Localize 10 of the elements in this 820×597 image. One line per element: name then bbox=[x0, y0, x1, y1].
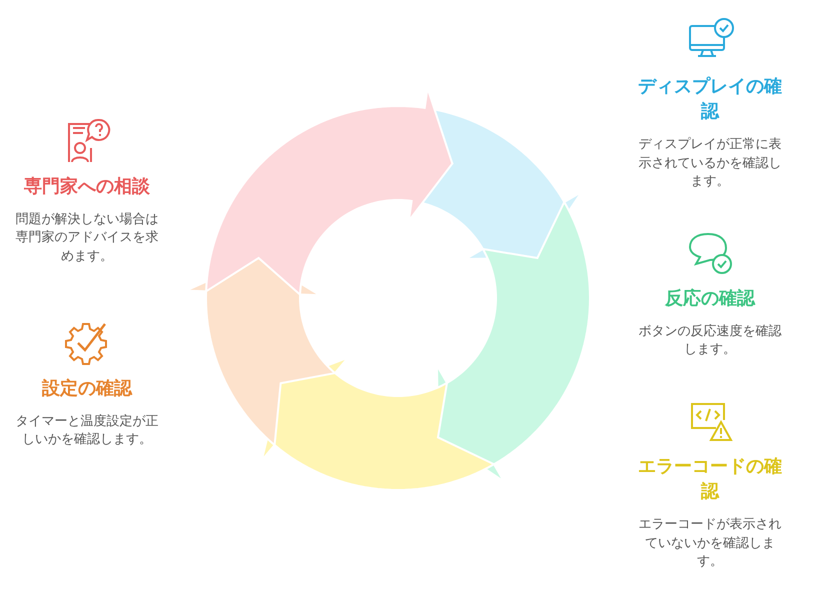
step-heading: エラーコードの確認 bbox=[637, 455, 783, 504]
step-description: タイマーと温度設定が正しいかを確認します。 bbox=[14, 413, 160, 450]
step-description: 問題が解決しない場合は専門家のアドバイスを求めます。 bbox=[14, 211, 160, 266]
step-heading: ディスプレイの確認 bbox=[637, 75, 783, 124]
step-heading: 反応の確認 bbox=[665, 287, 755, 311]
step-description: エラーコードが表示されていないかを確認します。 bbox=[638, 516, 782, 571]
step-description: ディスプレイが正常に表示されているかを確認します。 bbox=[638, 136, 782, 191]
step-heading: 設定の確認 bbox=[42, 377, 132, 401]
step-description: ボタンの反応速度を確認します。 bbox=[638, 323, 782, 360]
step-heading: 専門家への相談 bbox=[24, 175, 150, 199]
